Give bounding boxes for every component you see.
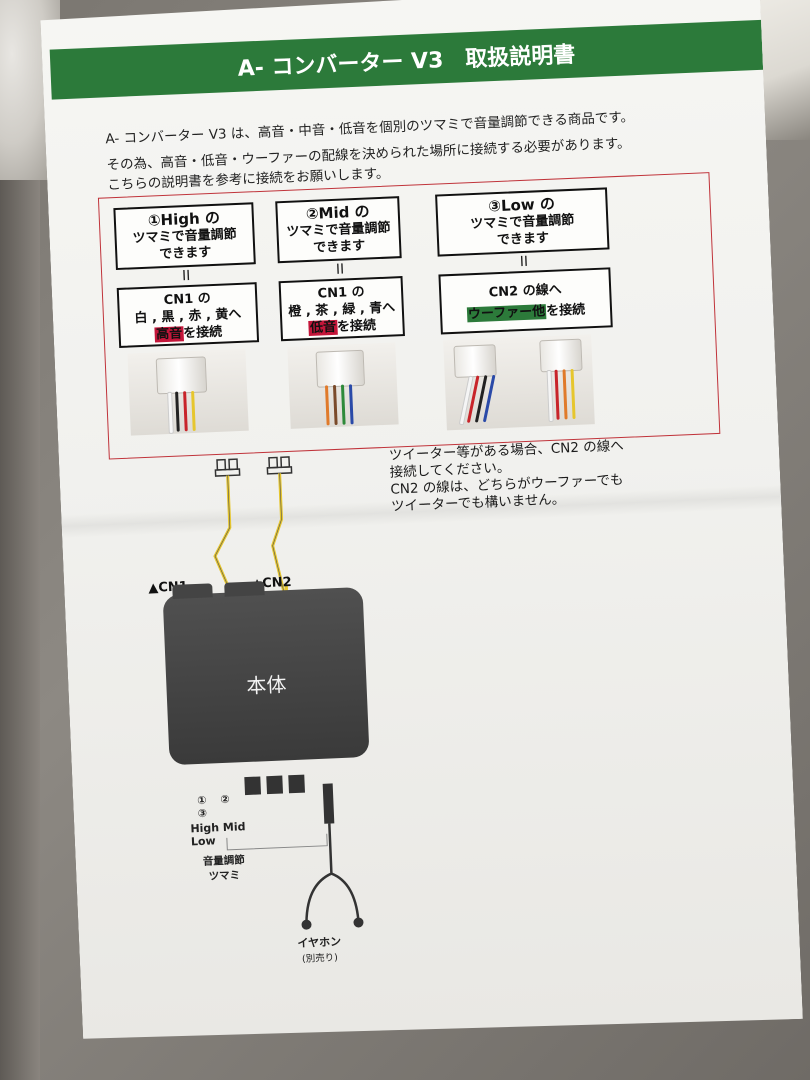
earphone-left-icon	[301, 919, 311, 929]
earphone-label-block: イヤホン (別売り)	[289, 933, 350, 965]
highlight-bass: 低音	[309, 319, 337, 336]
wire-red	[183, 391, 188, 431]
wire-orange	[563, 369, 568, 419]
tweeter-note: ツイーター等がある場合、CN2 の線へ 接続してください。 CN2 の線は、どち…	[389, 435, 692, 516]
document-title: A- コンバーター V3 取扱説明書	[237, 42, 576, 82]
wire-red	[555, 370, 560, 420]
wire-black	[175, 392, 180, 432]
knob-caption: 音量調節 ツマミ	[193, 852, 254, 884]
wiring-diagram	[139, 451, 400, 961]
connector-box-high: CN1 の 白 , 黒 , 赤 , 黄へ 高音を接続	[117, 282, 259, 348]
knob-labels: ① ② ③ High Mid Low	[177, 792, 259, 849]
background-left	[0, 0, 40, 1080]
connector-box-mid: CN1 の 橙 , 茶 , 緑 , 青へ 低音を接続	[279, 276, 405, 341]
earphone-label: イヤホン	[297, 935, 342, 951]
earphone-cable	[302, 823, 358, 923]
knob-names: High Mid Low	[190, 820, 246, 849]
column-mid: ②Mid の ツマミで音量調節 できます II CN1 の 橙 , 茶 , 緑 …	[275, 196, 408, 429]
wire-yellow	[191, 391, 196, 431]
connector-plug-b	[539, 339, 582, 373]
cn-title-low: CN2 の線へ	[488, 282, 562, 301]
knob-box-high: ①High の ツマミで音量調節 できます	[113, 202, 255, 270]
knob-low-icon	[288, 775, 305, 794]
cn1-plug-icon	[215, 459, 240, 476]
converter-unit: 本体	[163, 587, 370, 765]
cn2-port	[224, 581, 265, 597]
title-bar: A- コンバーター V3 取扱説明書	[50, 20, 763, 100]
knob-box-mid: ②Mid の ツマミで音量調節 できます	[275, 196, 401, 263]
cn1-cable-edge	[212, 475, 238, 608]
unit-label: 本体	[245, 672, 287, 698]
wire-brown	[333, 385, 338, 425]
column-high: ①High の ツマミで音量調節 できます II CN1 の 白 , 黒 , 赤…	[113, 202, 262, 436]
caption-bracket	[227, 834, 327, 850]
highlight-treble: 高音	[155, 326, 183, 343]
connector-plug-a	[453, 344, 496, 378]
cn-suffix-mid: を接続	[336, 318, 377, 335]
connector-plug	[156, 356, 207, 394]
knob-caption-line-2: ツマミ	[208, 869, 241, 883]
wire-green	[341, 385, 346, 425]
wire-orange	[325, 385, 330, 425]
column-low: ③Low の ツマミで音量調節 できます II CN2 の線へ ウーファー他を接…	[435, 187, 617, 430]
earphone-right-icon	[353, 917, 363, 927]
instruction-sheet: A- コンバーター V3 取扱説明書 A- コンバーター V3 は、高音・中音・…	[40, 0, 803, 1049]
cn-suffix-low: を接続	[545, 302, 586, 320]
connector-photo-high	[127, 349, 248, 436]
wire-white	[167, 392, 174, 434]
connector-plug	[316, 350, 365, 388]
cn1-port	[172, 583, 213, 599]
connector-photo-mid	[287, 342, 398, 428]
knob-box-low: ③Low の ツマミで音量調節 できます	[435, 187, 609, 256]
cn2-plug-icon	[267, 457, 292, 474]
knob-mid-icon	[266, 776, 283, 795]
knob-high-icon	[244, 776, 261, 795]
highlight-woofer: ウーファー他	[467, 304, 546, 323]
earphone-jack	[323, 783, 335, 823]
earphone-note: (別売り)	[301, 952, 339, 965]
connector-box-low: CN2 の線へ ウーファー他を接続	[438, 267, 612, 334]
knob-caption-line-1: 音量調節	[202, 854, 246, 868]
cn-suffix-high: を接続	[182, 324, 223, 342]
wire-blue	[349, 384, 354, 424]
connector-photo-low	[443, 334, 595, 430]
wiring-guide-frame: ①High の ツマミで音量調節 できます II CN1 の 白 , 黒 , 赤…	[98, 172, 720, 459]
cn2-cable-edge	[270, 473, 288, 605]
knob-numbers: ① ② ③	[196, 792, 235, 821]
wire-yellow	[571, 369, 576, 419]
wire-white	[547, 370, 554, 422]
